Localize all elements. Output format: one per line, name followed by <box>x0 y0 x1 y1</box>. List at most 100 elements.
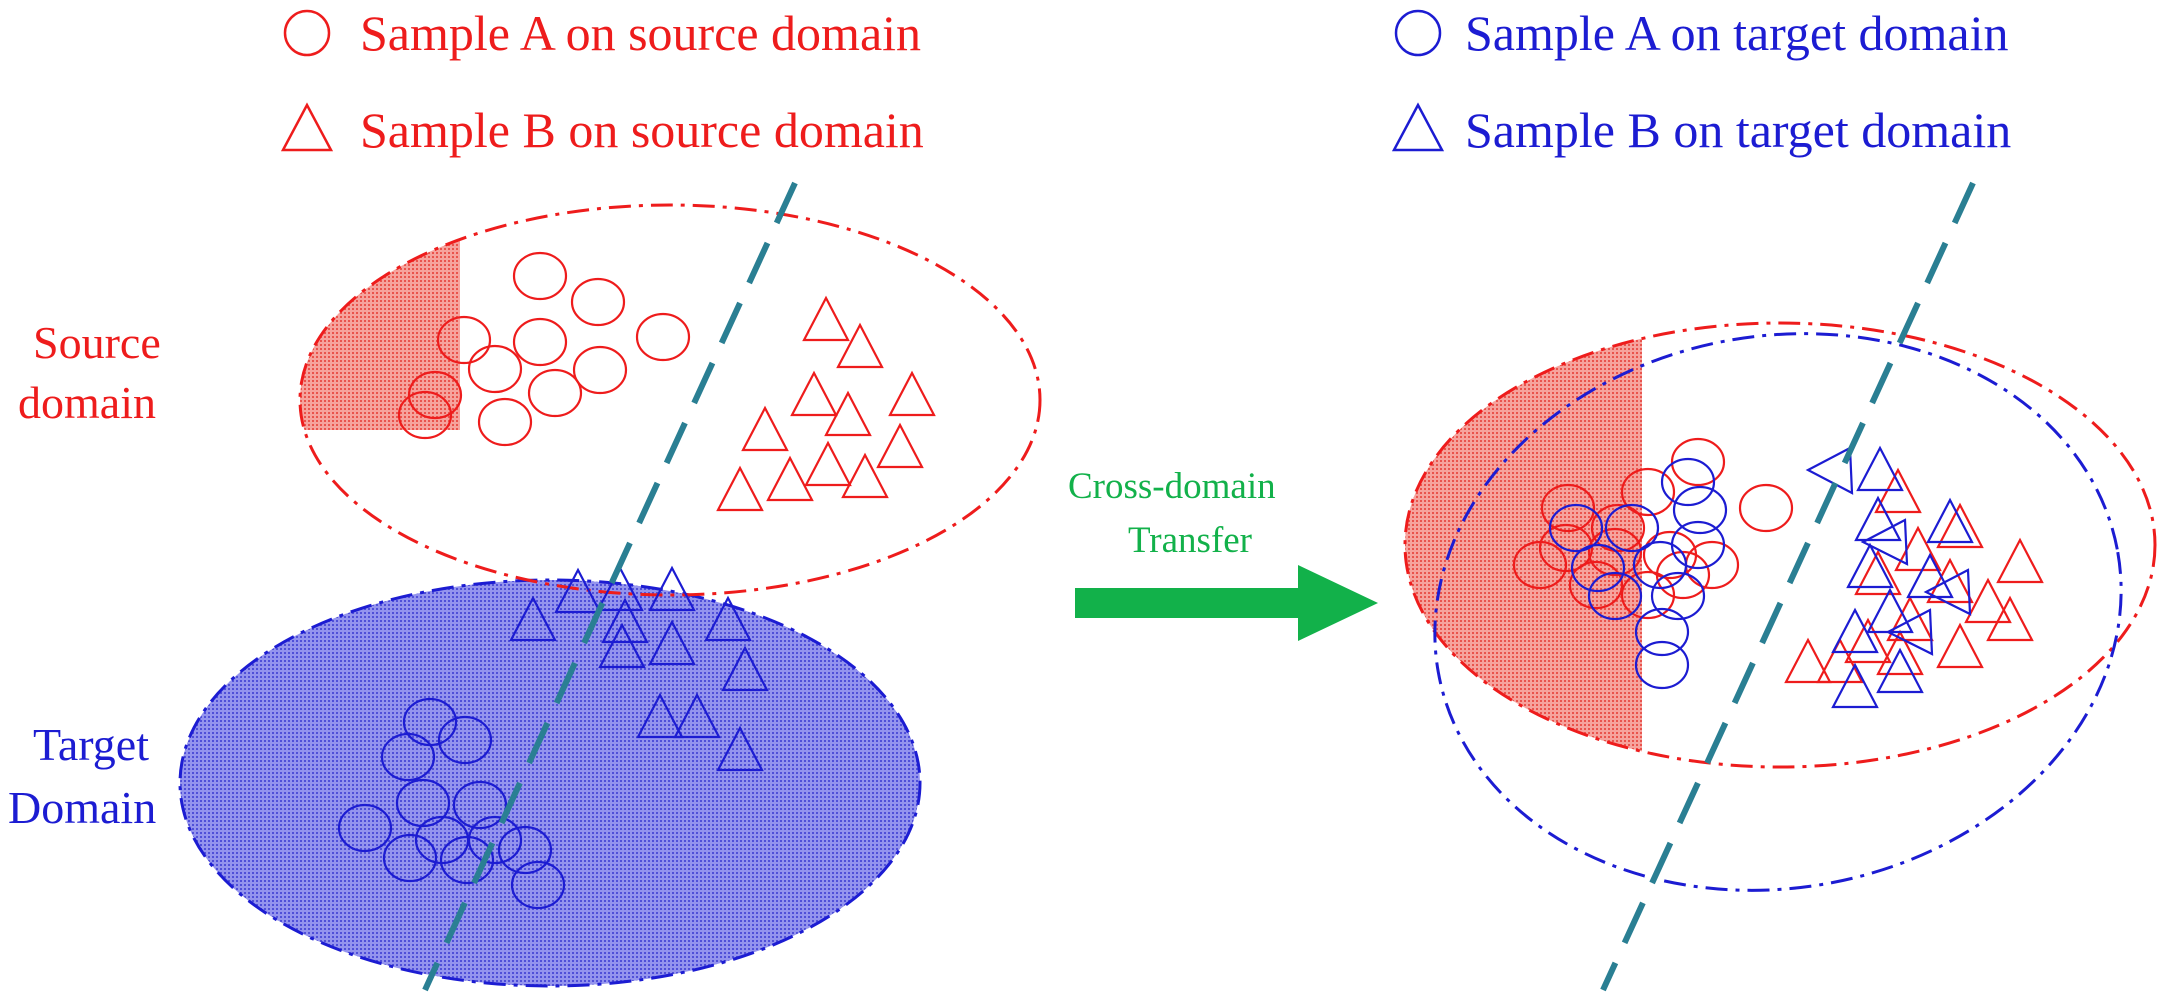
sample-a-target <box>1670 520 1726 570</box>
right-source-region <box>1403 321 2157 769</box>
legend-source-b-label: Sample B on source domain <box>360 102 924 158</box>
source-domain-label-line2: domain <box>18 377 156 428</box>
left-source-circles <box>397 251 691 447</box>
sample-a-source <box>1587 527 1643 577</box>
sample-a-target <box>452 780 508 830</box>
sample-a-source <box>1620 570 1676 620</box>
sample-a-target <box>439 835 495 885</box>
sample-a-target <box>437 715 493 765</box>
sample-a-target <box>1548 503 1604 553</box>
left-source-triangles <box>716 295 936 512</box>
sample-a-target <box>1587 571 1643 621</box>
sample-b-source <box>802 295 850 342</box>
sample-b-target <box>1846 542 1894 589</box>
right-target-ellipse <box>1433 332 2123 892</box>
target-domain-ellipse <box>178 578 922 988</box>
legend-source-a-label: Sample A on source domain <box>360 5 921 61</box>
right-source-ellipse <box>1403 321 2157 769</box>
sample-b-source <box>1964 577 2012 624</box>
sample-a-source <box>1670 437 1726 487</box>
sample-a-source <box>1738 483 1794 533</box>
sample-b-target <box>648 565 696 612</box>
sample-b-source <box>888 370 936 417</box>
target-domain-label-line2: Domain <box>8 782 156 833</box>
legend-target-b-label: Sample B on target domain <box>1465 102 2011 158</box>
right-source-triangles <box>1784 467 2044 684</box>
legend-triangle-icon-target <box>1391 102 1445 152</box>
sample-b-target <box>1926 497 1974 544</box>
sample-b-source <box>716 465 764 512</box>
sample-a-source <box>512 317 568 367</box>
sample-b-target <box>648 619 696 666</box>
legend: Sample A on source domain Sample B on so… <box>280 5 2011 158</box>
sample-a-target <box>1634 607 1690 657</box>
source-domain-label-line1: Source <box>33 317 161 368</box>
sample-b-source <box>876 422 924 469</box>
sample-b-source <box>836 322 884 369</box>
sample-b-target <box>509 595 557 642</box>
sample-b-target <box>1856 445 1904 492</box>
sample-a-target <box>1570 543 1626 593</box>
sample-a-target <box>467 815 523 865</box>
legend-circle-icon-source <box>283 9 331 57</box>
sample-b-target <box>673 692 721 739</box>
sample-b-source <box>824 390 872 437</box>
sample-a-target <box>1650 571 1706 621</box>
sample-b-source <box>766 455 814 502</box>
sample-b-target <box>1831 607 1879 654</box>
source-domain-ellipse <box>298 203 1042 597</box>
legend-circle-icon-target <box>1394 9 1442 57</box>
left-target-triangles <box>509 565 769 772</box>
legend-target-a-label: Sample A on target domain <box>1465 5 2008 61</box>
sample-a-target <box>1660 457 1716 507</box>
sample-b-source <box>841 452 889 499</box>
sample-a-target <box>380 732 436 782</box>
sample-b-source <box>790 370 838 417</box>
sample-a-source <box>527 368 583 418</box>
sample-b-target <box>598 622 646 669</box>
sample-b-source <box>1854 549 1902 596</box>
sample-b-target <box>601 597 649 644</box>
sample-a-target <box>1634 640 1690 690</box>
right-shaded-region <box>1405 323 1642 767</box>
sample-b-target <box>1923 568 1972 616</box>
transfer-label-line2: Transfer <box>1128 520 1252 561</box>
sample-b-source <box>1816 637 1864 684</box>
sample-a-source <box>1512 540 1568 590</box>
sample-a-target <box>497 825 553 875</box>
sample-a-source <box>1590 503 1646 553</box>
sample-a-source <box>436 315 492 365</box>
sample-b-target <box>1831 662 1879 709</box>
sample-b-target <box>1906 552 1954 599</box>
left-target-circles <box>337 697 566 910</box>
sample-a-source <box>477 397 533 447</box>
sample-a-target <box>1672 485 1728 535</box>
right-target-circles <box>1548 457 1728 690</box>
sample-b-source <box>1936 622 1984 669</box>
sample-a-source <box>512 251 568 301</box>
sample-a-target <box>395 778 451 828</box>
sample-a-source <box>1540 483 1596 533</box>
sample-b-target <box>716 725 764 772</box>
sample-b-source <box>1876 629 1924 676</box>
sample-a-target <box>1604 503 1660 553</box>
sample-b-target <box>1860 518 1909 566</box>
sample-a-source <box>570 277 626 327</box>
sample-a-source <box>1655 550 1711 600</box>
sample-b-source <box>1936 502 1984 549</box>
sample-b-target <box>721 645 769 692</box>
arrow-right-icon <box>1075 565 1378 641</box>
sample-b-target <box>1805 446 1854 495</box>
sample-b-source <box>1926 557 1974 604</box>
sample-a-source <box>572 345 628 395</box>
sample-b-source <box>741 405 789 452</box>
sample-a-target <box>382 833 438 883</box>
right-target-triangles <box>1805 445 1974 709</box>
left-decision-boundary <box>422 181 798 992</box>
right-decision-boundary <box>1600 181 1976 992</box>
sample-a-target <box>337 803 393 853</box>
sample-b-target <box>704 595 752 642</box>
cross-domain-transfer: Cross-domain Transfer <box>1068 466 1378 641</box>
sample-b-source <box>1886 595 1934 642</box>
sample-a-source <box>1620 467 1676 517</box>
